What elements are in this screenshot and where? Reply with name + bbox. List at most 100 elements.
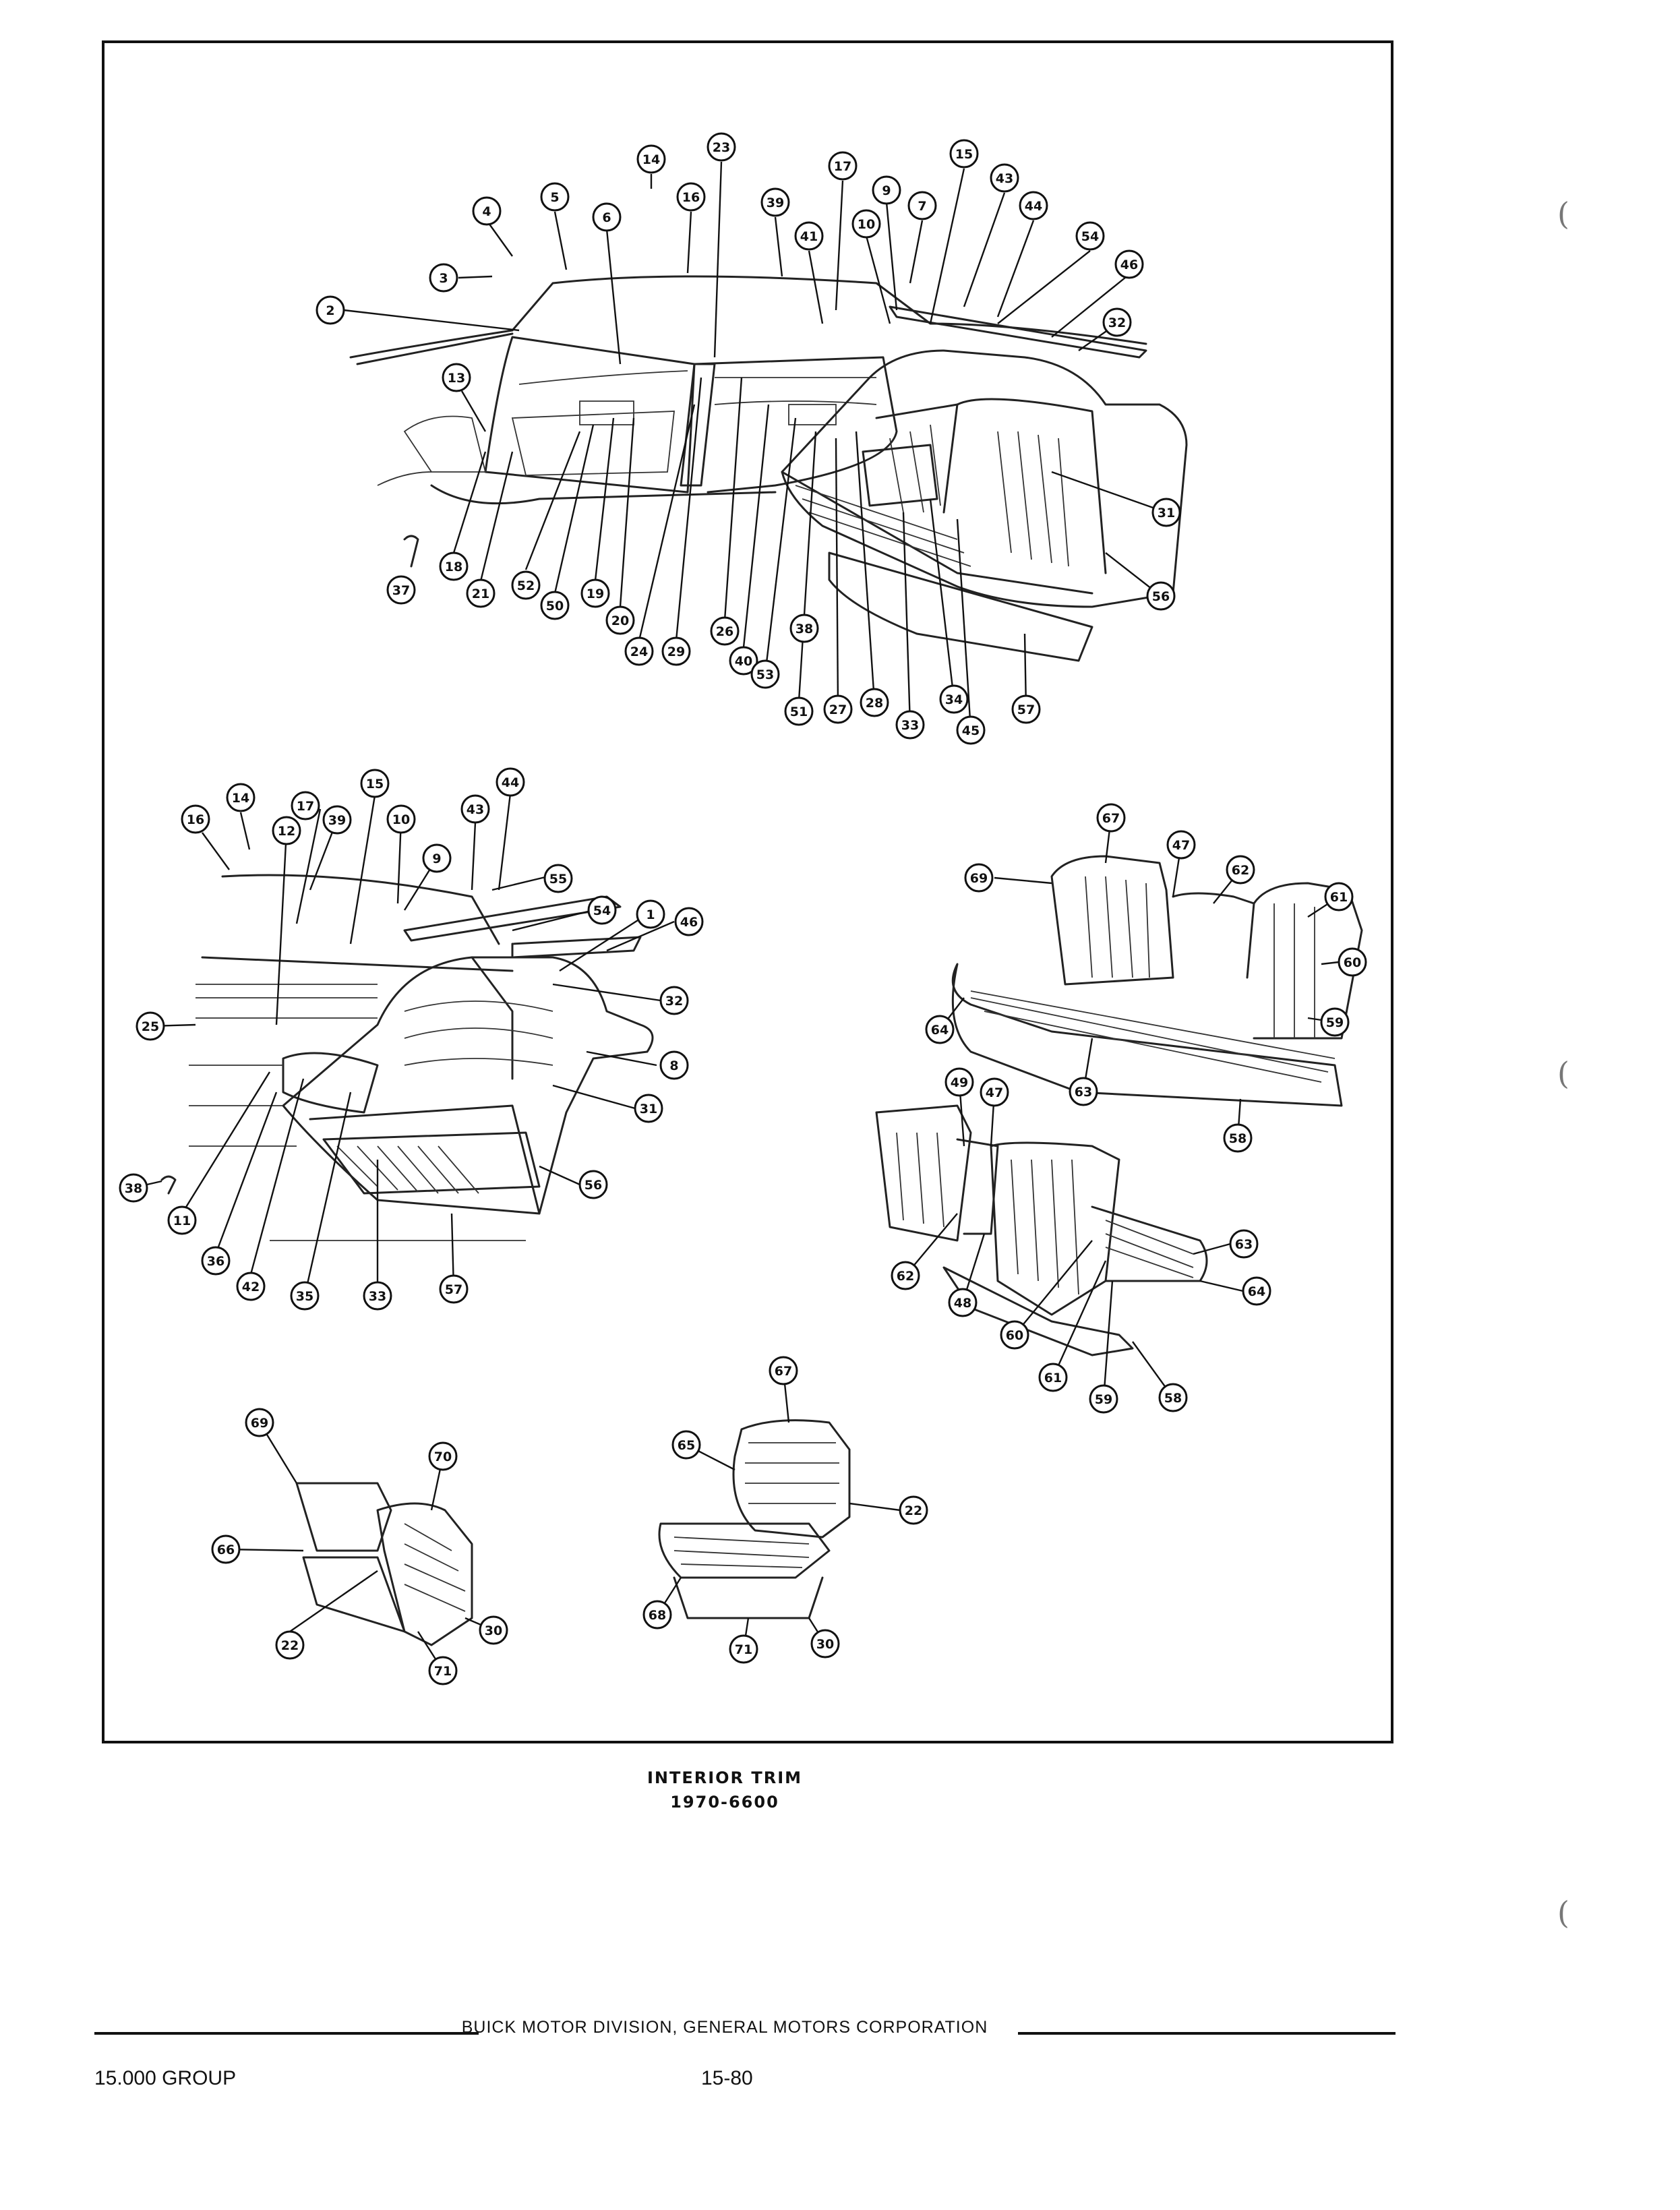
callout-43: 43 [460, 794, 490, 824]
callout-circle [760, 187, 790, 217]
callout-circle [119, 1173, 148, 1203]
callout-number: 71 [434, 1664, 452, 1679]
callout-number: 25 [142, 1019, 159, 1034]
callout-24: 24 [624, 636, 654, 666]
callout-18: 18 [439, 551, 469, 581]
callout-number: 26 [716, 624, 733, 639]
callout-42: 42 [236, 1272, 266, 1301]
callout-number: 34 [945, 692, 963, 707]
callout-circle [587, 895, 617, 925]
callout-number: 62 [897, 1269, 914, 1284]
callout-32: 32 [659, 986, 689, 1015]
callout-39: 39 [322, 805, 352, 835]
callout-circle [990, 163, 1019, 193]
callout-71: 71 [428, 1656, 458, 1685]
callout-circle [948, 1288, 978, 1317]
callout-circle [460, 794, 490, 824]
callout-69: 69 [245, 1408, 274, 1437]
callout-52: 52 [511, 570, 541, 600]
callout-number: 64 [931, 1023, 949, 1038]
callout-number: 12 [278, 824, 295, 839]
callout-59: 59 [1320, 1007, 1350, 1037]
callout-number: 31 [1158, 506, 1175, 520]
callout-number: 55 [549, 872, 567, 887]
callout-circle [907, 191, 937, 220]
callout-circle [429, 263, 458, 293]
callout-number: 40 [735, 654, 752, 669]
callout-number: 9 [882, 183, 891, 198]
callout-circle [290, 1281, 320, 1311]
callout-10: 10 [386, 804, 416, 834]
callout-22: 22 [899, 1495, 928, 1525]
callout-number: 33 [369, 1289, 386, 1304]
footer-group: 15.000 GROUP [94, 2067, 237, 2089]
callout-circle [828, 151, 858, 181]
callout-21: 21 [466, 578, 496, 608]
callout-number: 65 [678, 1438, 695, 1453]
callout-30: 30 [479, 1615, 508, 1645]
callout-number: 63 [1075, 1085, 1092, 1100]
callout-31: 31 [1151, 498, 1181, 527]
callout-circle [472, 196, 502, 226]
callout-45: 45 [956, 715, 986, 745]
callout-13: 13 [442, 363, 471, 392]
footer-page-number: 15-80 [701, 2067, 753, 2089]
callout-circle [1338, 947, 1367, 977]
callout-circle [181, 804, 210, 834]
margin-mark: ( [1557, 196, 1569, 232]
callout-number: 1 [646, 907, 655, 922]
front-bench-illustration [951, 855, 1363, 1107]
callout-circle [964, 863, 994, 893]
callout-34: 34 [939, 684, 969, 714]
callout-63: 63 [1229, 1229, 1259, 1259]
callout-number: 19 [587, 587, 604, 601]
callout-circle [671, 1430, 701, 1460]
callout-circle [226, 783, 256, 812]
callout-38: 38 [789, 614, 819, 643]
callout-circle [949, 139, 979, 169]
callout-number: 35 [296, 1289, 313, 1304]
callout-number: 39 [767, 196, 784, 210]
callout-circle [1146, 581, 1176, 611]
callout-circle [634, 1094, 663, 1123]
callout-circle [275, 1630, 305, 1660]
callout-50: 50 [540, 591, 570, 620]
callout-number: 15 [955, 147, 973, 162]
callout-circle [1089, 1384, 1118, 1414]
callout-circle [1038, 1363, 1068, 1392]
callout-number: 54 [593, 903, 611, 918]
callout-22: 22 [275, 1630, 305, 1660]
callout-number: 30 [816, 1637, 834, 1652]
callout-60: 60 [1000, 1320, 1029, 1350]
callout-circle [729, 646, 758, 676]
callout-14: 14 [226, 783, 256, 812]
callout-number: 15 [366, 777, 384, 792]
callout-37: 37 [386, 575, 416, 605]
diagram-frame [102, 40, 1393, 1743]
callout-circle [1223, 1123, 1253, 1153]
callout-4: 4 [472, 196, 502, 226]
callout-47: 47 [1166, 830, 1196, 860]
callout-circle [1096, 803, 1126, 833]
callout-circle [211, 1534, 241, 1564]
callout-circle [872, 175, 901, 205]
callout-number: 37 [392, 583, 410, 598]
callout-64: 64 [1242, 1276, 1271, 1306]
callout-number: 61 [1044, 1371, 1062, 1385]
callout-5: 5 [540, 182, 570, 212]
callout-circle [428, 1656, 458, 1685]
callout-circle [1011, 694, 1041, 724]
callout-circle [439, 551, 469, 581]
callout-number: 48 [954, 1296, 971, 1311]
callout-circle [592, 202, 622, 232]
callout-35: 35 [290, 1281, 320, 1311]
callout-1: 1 [636, 899, 665, 929]
callout-41: 41 [794, 221, 824, 251]
callout-circle [707, 132, 736, 162]
callout-circle [1242, 1276, 1271, 1306]
callout-48: 48 [948, 1288, 978, 1317]
callout-circle [642, 1600, 672, 1630]
callout-number: 7 [918, 199, 926, 214]
callout-7: 7 [907, 191, 937, 220]
split-bench-illustration [875, 1104, 1208, 1356]
